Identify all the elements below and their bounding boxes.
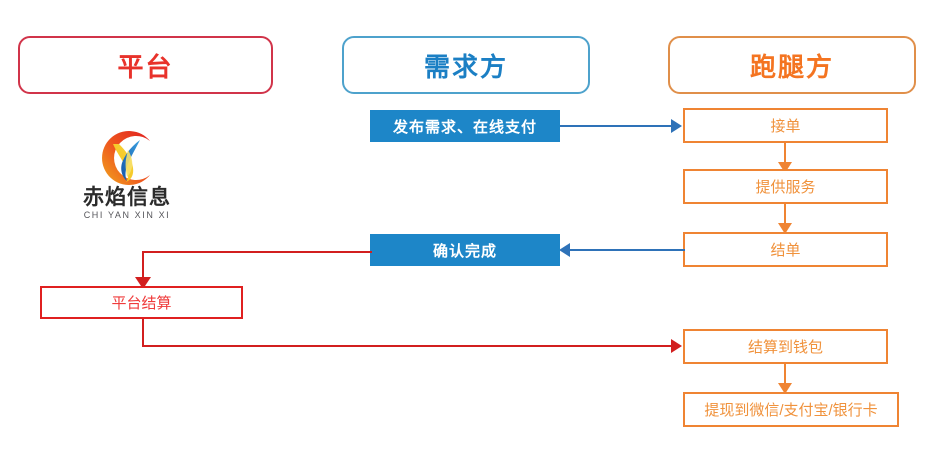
arrowhead-settle-to-wallet bbox=[671, 339, 682, 353]
node-settle-to-wallet-label: 结算到钱包 bbox=[747, 339, 823, 356]
node-accept-order[interactable]: 接单 bbox=[683, 108, 888, 143]
node-withdraw[interactable]: 提现到微信/支付宝/银行卡 bbox=[683, 392, 899, 427]
connector-service-to-close bbox=[784, 204, 786, 225]
connector-settle-to-wallet-horizontal bbox=[142, 345, 673, 347]
chiyan-flame-icon bbox=[102, 131, 150, 185]
arrowhead-wallet-to-withdraw bbox=[778, 383, 792, 394]
arrowhead-accept-to-service bbox=[778, 162, 792, 173]
arrowhead-service-to-close bbox=[778, 223, 792, 234]
node-provide-service[interactable]: 提供服务 bbox=[683, 169, 888, 204]
node-close-order-label: 结单 bbox=[770, 242, 801, 259]
connector-settle-to-wallet-vertical bbox=[142, 319, 144, 347]
connector-publish-to-accept bbox=[560, 125, 673, 127]
connector-wallet-to-withdraw bbox=[784, 364, 786, 385]
node-platform-settlement[interactable]: 平台结算 bbox=[40, 286, 243, 319]
logo-name-en: CHI YAN XIN XI bbox=[83, 210, 171, 221]
connector-confirm-to-settle-vertical bbox=[142, 251, 144, 279]
node-provide-service-label: 提供服务 bbox=[755, 179, 816, 196]
column-header-demander-label: 需求方 bbox=[423, 51, 508, 82]
node-settle-to-wallet[interactable]: 结算到钱包 bbox=[683, 329, 888, 364]
node-platform-settlement-label: 平台结算 bbox=[111, 295, 172, 312]
node-close-order[interactable]: 结单 bbox=[683, 232, 888, 267]
column-header-platform-label: 平台 bbox=[117, 51, 174, 82]
node-withdraw-label: 提现到微信/支付宝/银行卡 bbox=[704, 402, 878, 419]
column-header-platform: 平台 bbox=[18, 36, 273, 94]
node-publish-demand[interactable]: 发布需求、在线支付 bbox=[370, 110, 560, 142]
column-header-demander: 需求方 bbox=[342, 36, 590, 94]
connector-close-to-confirm bbox=[570, 249, 685, 251]
column-header-runner-label: 跑腿方 bbox=[749, 51, 834, 82]
node-confirm-complete-label: 确认完成 bbox=[432, 242, 497, 260]
connector-confirm-to-settle-horizontal bbox=[142, 251, 372, 253]
node-publish-demand-label: 发布需求、在线支付 bbox=[392, 118, 537, 136]
node-confirm-complete[interactable]: 确认完成 bbox=[370, 234, 560, 266]
node-accept-order-label: 接单 bbox=[770, 118, 801, 135]
connector-accept-to-service bbox=[784, 143, 786, 164]
arrowhead-close-to-confirm bbox=[559, 243, 570, 257]
logo-name-cn: 赤焰信息 bbox=[83, 185, 171, 209]
company-logo: 赤焰信息 CHI YAN XIN XI bbox=[62, 128, 192, 228]
arrowhead-publish-to-accept bbox=[671, 119, 682, 133]
column-header-runner: 跑腿方 bbox=[668, 36, 916, 94]
